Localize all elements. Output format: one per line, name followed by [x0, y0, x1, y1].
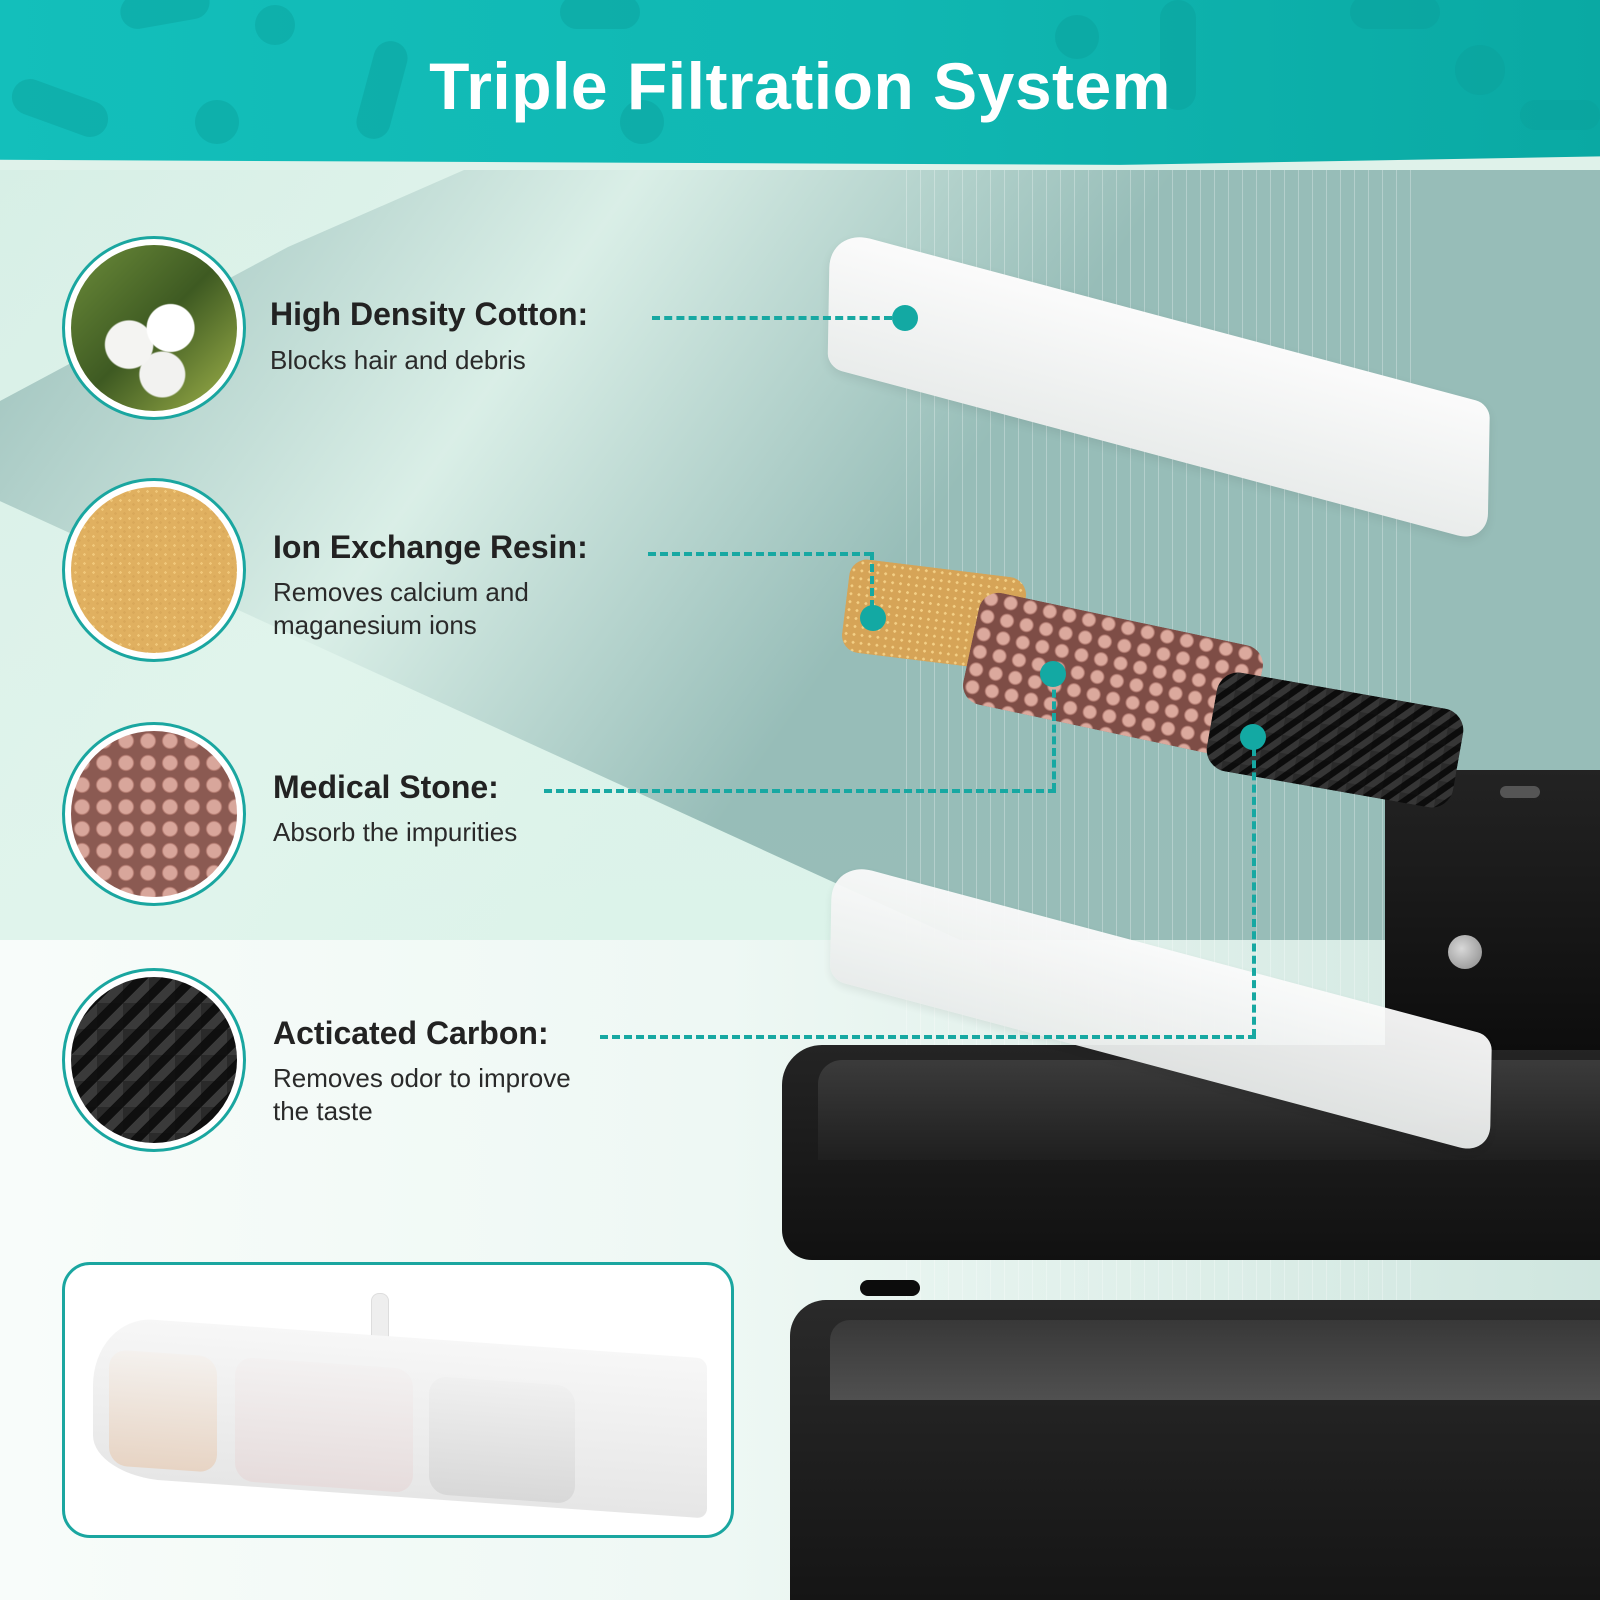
- cartridge-pad-stone: [235, 1356, 413, 1494]
- carbon-photo: [71, 977, 237, 1143]
- bone-icon: [1520, 100, 1600, 130]
- feature-title-cotton: High Density Cotton:: [270, 296, 589, 332]
- fountain-pump-housing: [1385, 770, 1600, 1050]
- leader-line-carbon: [600, 1035, 1256, 1039]
- page-title: Triple Filtration System: [429, 49, 1171, 123]
- paw-icon: [195, 100, 239, 144]
- feature-desc-stone: Absorb the impurities: [273, 817, 518, 847]
- leader-dot-cotton: [892, 305, 918, 331]
- bone-icon: [560, 0, 640, 29]
- leader-line-resin: [648, 552, 872, 556]
- leader-dot-stone: [1040, 661, 1066, 687]
- filter-cartridge-card: [62, 1262, 734, 1538]
- feature-desc-resin-line1: Removes calcium and: [273, 577, 529, 607]
- fountain-slot: [860, 1280, 920, 1296]
- feature-title-carbon: Acticated Carbon:: [273, 1015, 549, 1051]
- fountain-water-surface: [830, 1320, 1600, 1400]
- cartridge-pad-carbon: [429, 1375, 575, 1505]
- carbon-image-circle: [62, 968, 246, 1152]
- resin-image-circle: [62, 478, 246, 662]
- leader-line-cotton: [652, 316, 892, 320]
- feature-desc-resin-line2: maganesium ions: [273, 610, 477, 640]
- stone-photo: [71, 731, 237, 897]
- power-button-icon[interactable]: [1500, 786, 1540, 798]
- paw-icon: [620, 100, 664, 144]
- paw-icon: [1055, 15, 1099, 59]
- leader-dot-carbon: [1240, 724, 1266, 750]
- cartridge-pad-resin: [109, 1349, 217, 1473]
- bone-icon: [1160, 0, 1196, 110]
- feature-title-stone: Medical Stone:: [273, 769, 499, 805]
- feature-desc-carbon-line2: the taste: [273, 1096, 373, 1126]
- sensor-light-icon: [1448, 935, 1482, 969]
- bone-icon: [1350, 0, 1440, 29]
- leader-dot-resin: [860, 605, 886, 631]
- feature-title-resin: Ion Exchange Resin:: [273, 529, 588, 565]
- paw-icon: [255, 5, 295, 45]
- leader-line-carbon-vertical: [1252, 748, 1256, 1037]
- paw-icon: [1455, 45, 1505, 95]
- cotton-image-circle: [62, 236, 246, 420]
- stone-image-circle: [62, 722, 246, 906]
- header-banner: Triple Filtration System: [0, 0, 1600, 165]
- resin-photo: [71, 487, 237, 653]
- feature-desc-carbon-line1: Removes odor to improve: [273, 1063, 571, 1093]
- cotton-photo: [71, 245, 237, 411]
- bone-icon: [117, 0, 213, 32]
- leader-line-stone-vertical: [1052, 678, 1056, 791]
- feature-desc-cotton: Blocks hair and debris: [270, 345, 526, 375]
- leader-line-resin-vertical: [870, 552, 874, 608]
- leader-line-stone: [544, 789, 1056, 793]
